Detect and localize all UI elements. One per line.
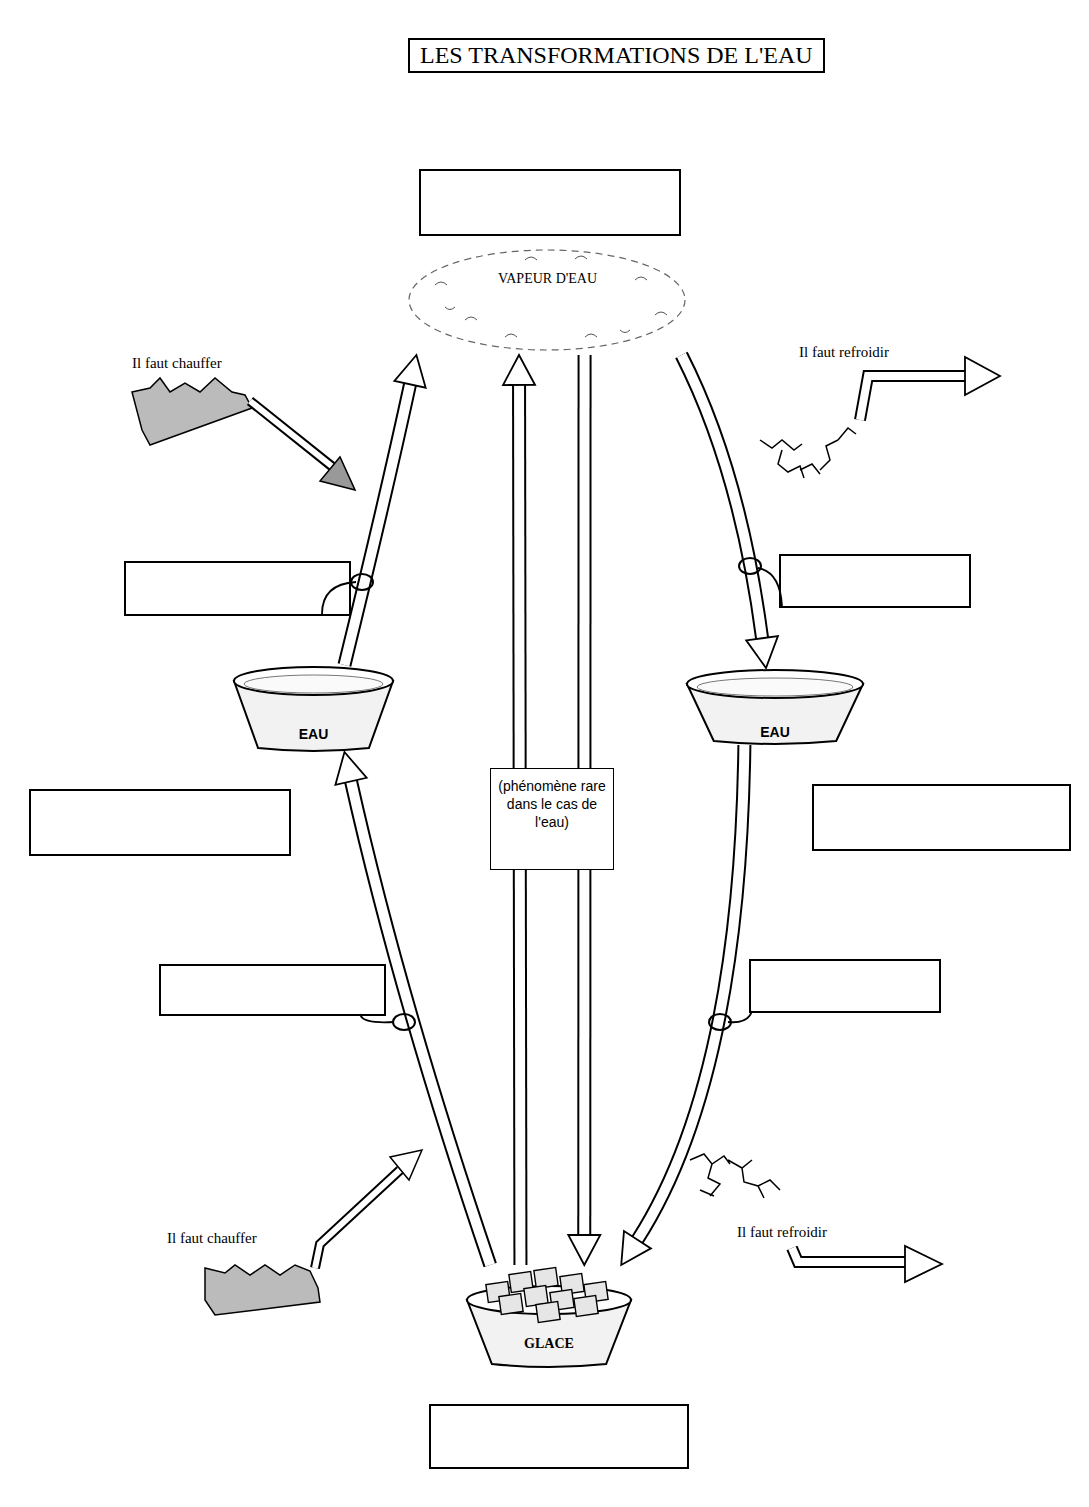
heat-arrow <box>250 401 334 468</box>
arrow-shaft <box>681 355 762 638</box>
cold-arrow <box>792 1248 905 1262</box>
answer-box <box>160 965 385 1015</box>
state-name: EAU <box>232 726 395 742</box>
water-surface <box>244 675 383 693</box>
answer-box <box>750 960 940 1012</box>
cold-symbol <box>690 1154 942 1282</box>
cold-arrow <box>860 376 965 420</box>
arrow-head <box>394 355 425 388</box>
arrow-shaft <box>637 745 744 1240</box>
water-bowl: EAU <box>685 668 865 745</box>
state-name: GLACE <box>465 1336 633 1352</box>
answer-box <box>30 790 290 855</box>
arrow-shaft-outline <box>681 355 762 638</box>
vapour-cloud: VAPEUR D'EAU <box>405 245 690 355</box>
answer-box <box>125 562 350 615</box>
transformation-arrow <box>335 752 490 1265</box>
cold-arrow-head <box>905 1246 942 1282</box>
ice-bowl <box>465 1265 633 1368</box>
instruction-label: Il faut refroidir <box>797 344 891 361</box>
cloud-outline <box>405 245 690 355</box>
transformation-arrow <box>344 355 425 665</box>
transformation-arrow <box>621 745 744 1265</box>
heat-arrow-head <box>320 457 355 490</box>
heat-arrow <box>250 401 334 468</box>
answer-box <box>420 170 680 235</box>
arrow-shaft-outline <box>351 781 490 1265</box>
frost-lines <box>690 1154 780 1198</box>
bowl-rim <box>234 667 393 695</box>
instruction-label: Il faut chauffer <box>130 355 224 372</box>
cloud-edge <box>409 250 685 350</box>
wave <box>205 1265 320 1315</box>
transformation-arrow <box>681 355 778 668</box>
arrow-head <box>503 355 535 385</box>
state-name: EAU <box>685 724 865 740</box>
answer-box <box>430 1405 688 1468</box>
knot <box>739 558 761 574</box>
arrow-head <box>621 1231 651 1265</box>
instruction-label: Il faut refroidir <box>735 1224 829 1241</box>
knot <box>351 574 373 590</box>
heat-arrow <box>315 1170 400 1268</box>
cloud-marks <box>435 256 667 337</box>
knot <box>709 1014 731 1030</box>
answer-box <box>813 785 1070 850</box>
knots <box>351 558 761 1030</box>
answer-box <box>780 555 970 607</box>
ice-cube <box>499 1294 523 1315</box>
arrow-shaft <box>351 781 490 1265</box>
ice-bowl: GLACE <box>465 1265 633 1368</box>
instruction-label: Il faut chauffer <box>165 1230 259 1247</box>
bowl-rim <box>687 670 863 698</box>
cold-arrow-head <box>965 357 1000 395</box>
arrow-head <box>335 752 366 785</box>
cold-arrow <box>792 1248 905 1262</box>
heat-symbol <box>132 378 355 490</box>
knot <box>393 1014 415 1030</box>
ice-cube <box>574 1296 598 1317</box>
arrow-shaft-outline <box>344 384 410 665</box>
arrow-head <box>746 636 778 668</box>
frost-lines <box>760 428 856 478</box>
arrow-shaft-outline <box>637 745 744 1240</box>
flame <box>132 378 252 445</box>
water-surface <box>697 678 853 696</box>
cold-symbol <box>760 357 1000 478</box>
note-box: (phénomène rare dans le cas de l'eau) <box>490 768 614 870</box>
arrow-shaft <box>344 384 410 665</box>
ice-cube <box>536 1302 560 1323</box>
heat-arrow-head <box>390 1150 422 1180</box>
water-bowl: EAU <box>232 665 395 752</box>
title: LES TRANSFORMATIONS DE L'EAU <box>408 38 825 73</box>
state-name: VAPEUR D'EAU <box>405 271 690 287</box>
cold-arrow <box>860 376 965 420</box>
answer-boxes <box>30 170 1070 1468</box>
leader-line <box>360 1014 394 1022</box>
heat-arrow <box>315 1170 400 1268</box>
note-text: (phénomène rare dans le cas de l'eau) <box>497 777 607 832</box>
arrow-head <box>568 1235 600 1265</box>
